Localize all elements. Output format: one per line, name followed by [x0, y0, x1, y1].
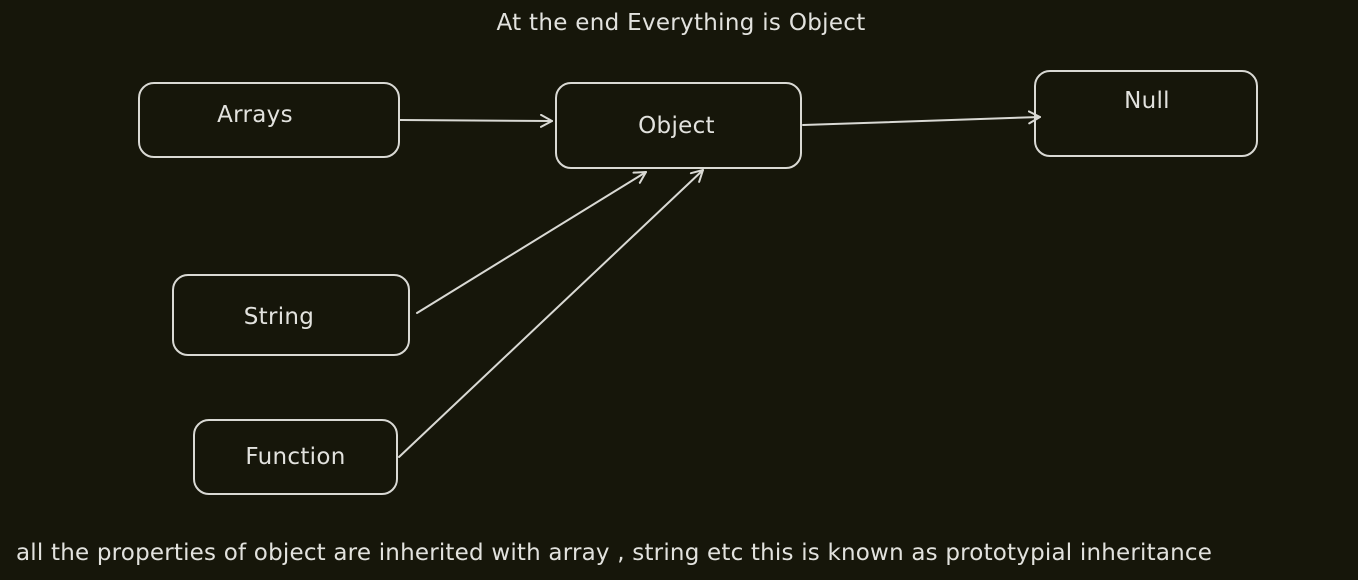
node-object-label: Object — [638, 112, 715, 139]
edge-string-to-object — [416, 171, 647, 314]
edge-arrays-to-object — [399, 113, 553, 128]
node-null: Null — [1034, 70, 1258, 157]
node-string-label: String — [243, 304, 315, 330]
node-arrays: Arrays — [138, 82, 400, 158]
node-function: Function — [193, 419, 398, 495]
diagram-title: At the end Everything is Object — [496, 10, 866, 36]
node-object: Object — [555, 82, 802, 169]
node-null-label: Null — [1124, 87, 1170, 114]
node-string: String — [172, 274, 410, 356]
node-arrays-label: Arrays — [217, 102, 293, 128]
edge-object-to-null — [802, 110, 1041, 126]
edge-function-to-object — [398, 169, 704, 458]
node-function-label: Function — [245, 444, 346, 470]
footer-note: all the properties of object are inherit… — [16, 540, 1213, 566]
